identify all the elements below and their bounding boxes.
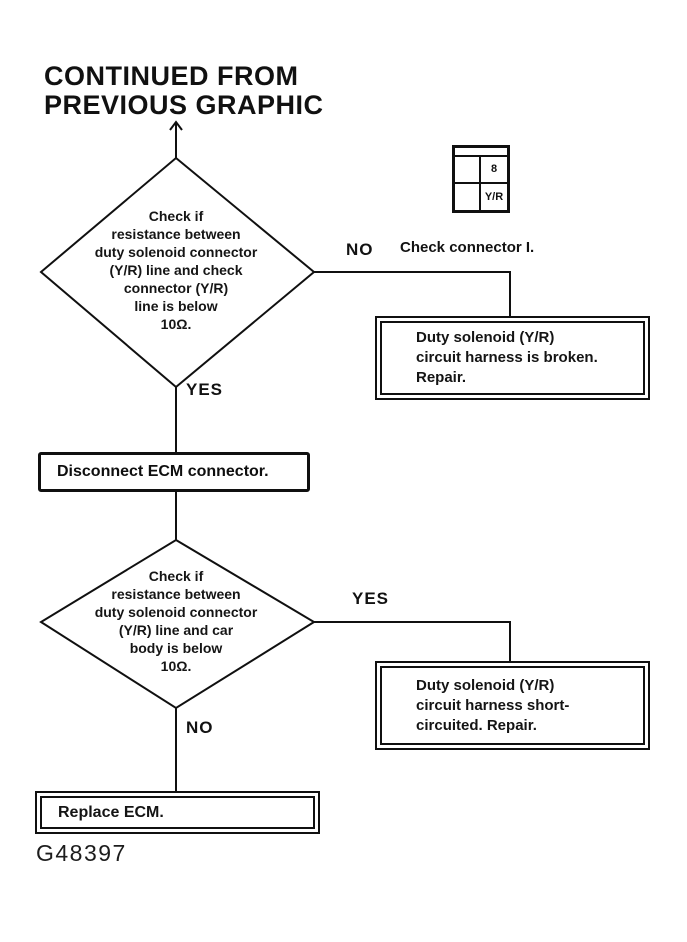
result-box-harness-short-circuited: Duty solenoid (Y/R) circuit harness shor…	[375, 661, 650, 750]
connector-pin-grid: 8 Y/R	[455, 157, 507, 210]
figure-id: G48397	[36, 840, 127, 866]
result-1-text: Duty solenoid (Y/R) circuit harness is b…	[416, 329, 598, 386]
process-box-disconnect-ecm: Disconnect ECM connector.	[38, 452, 310, 492]
connector-cell-pin-number: 8	[481, 157, 507, 184]
connector-cell-wire-color: Y/R	[484, 190, 504, 203]
decision-2-no-label: NO	[186, 718, 214, 737]
process-1-text: Disconnect ECM connector.	[57, 463, 269, 480]
decision-1-yes-label: YES	[186, 380, 224, 399]
decision-1-no-branch	[314, 271, 511, 316]
decision-2-yes-label: YES	[352, 589, 390, 608]
decision-1-no-label: NO	[346, 240, 374, 259]
decision-2-yes-branch	[314, 621, 511, 661]
connector-cell-empty	[455, 183, 481, 210]
connector-header-bar	[455, 148, 507, 157]
process-2-text: Replace ECM.	[58, 803, 164, 821]
page-title: CONTINUED FROM PREVIOUS GRAPHIC	[44, 61, 324, 120]
connector-cell-empty	[455, 157, 481, 184]
check-connector-note: Check connector I.	[400, 239, 535, 256]
process-box-replace-ecm: Replace ECM.	[35, 791, 320, 834]
decision-2-text: Check if resistance between duty solenoi…	[94, 568, 258, 674]
decision-1-text: Check if resistance between duty solenoi…	[94, 208, 258, 332]
result-2-text: Duty solenoid (Y/R) circuit harness shor…	[416, 676, 570, 734]
check-connector-pin-icon: 8 Y/R	[452, 145, 510, 213]
result-box-harness-broken: Duty solenoid (Y/R) circuit harness is b…	[375, 316, 650, 400]
